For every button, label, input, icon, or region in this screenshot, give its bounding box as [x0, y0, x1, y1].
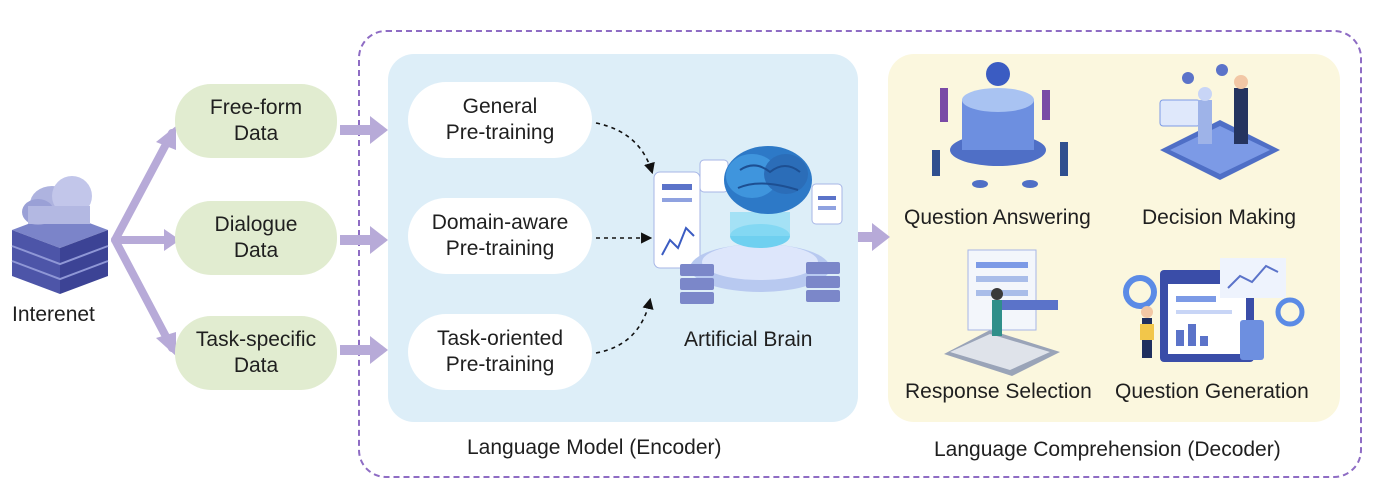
source-label: Interenet [12, 303, 95, 326]
artificial-brain-illustration [653, 146, 843, 304]
free-form-data-node: Free-form Data [175, 84, 337, 158]
brain-output-arrow [858, 223, 890, 251]
data-arrows [340, 116, 388, 364]
response-selection-illustration [944, 249, 1060, 376]
question-answering-illustration [932, 62, 1068, 188]
pipeline-frame [358, 30, 1362, 478]
pretraining-dashed-arrows [595, 122, 655, 354]
general-pretraining-node: General Pre-training [408, 82, 592, 158]
decision-making-label: Decision Making [1142, 206, 1297, 229]
question-generation-illustration [1123, 258, 1305, 362]
dialogue-data-node: Dialogue Data [175, 201, 337, 275]
task-oriented-pretraining-node: Task-oriented Pre-training [408, 314, 592, 390]
question-answering-label: Question Answering [904, 206, 1091, 229]
artificial-brain-label: Artificial Brain [684, 328, 813, 351]
response-selection-label: Response Selection [905, 380, 1092, 403]
task-specific-data-node: Task-specific Data [175, 316, 337, 390]
database-cloud-icon [11, 176, 109, 294]
question-generation-label: Question Generation [1115, 380, 1309, 403]
decoder-caption: Language Comprehension (Decoder) [934, 438, 1281, 461]
encoder-caption: Language Model (Encoder) [467, 436, 722, 459]
fan-out-arrowheads [156, 126, 180, 356]
domain-aware-pretraining-node: Domain-aware Pre-training [408, 198, 592, 274]
fan-out-arrows [111, 129, 176, 352]
decision-making-illustration [1159, 64, 1280, 180]
